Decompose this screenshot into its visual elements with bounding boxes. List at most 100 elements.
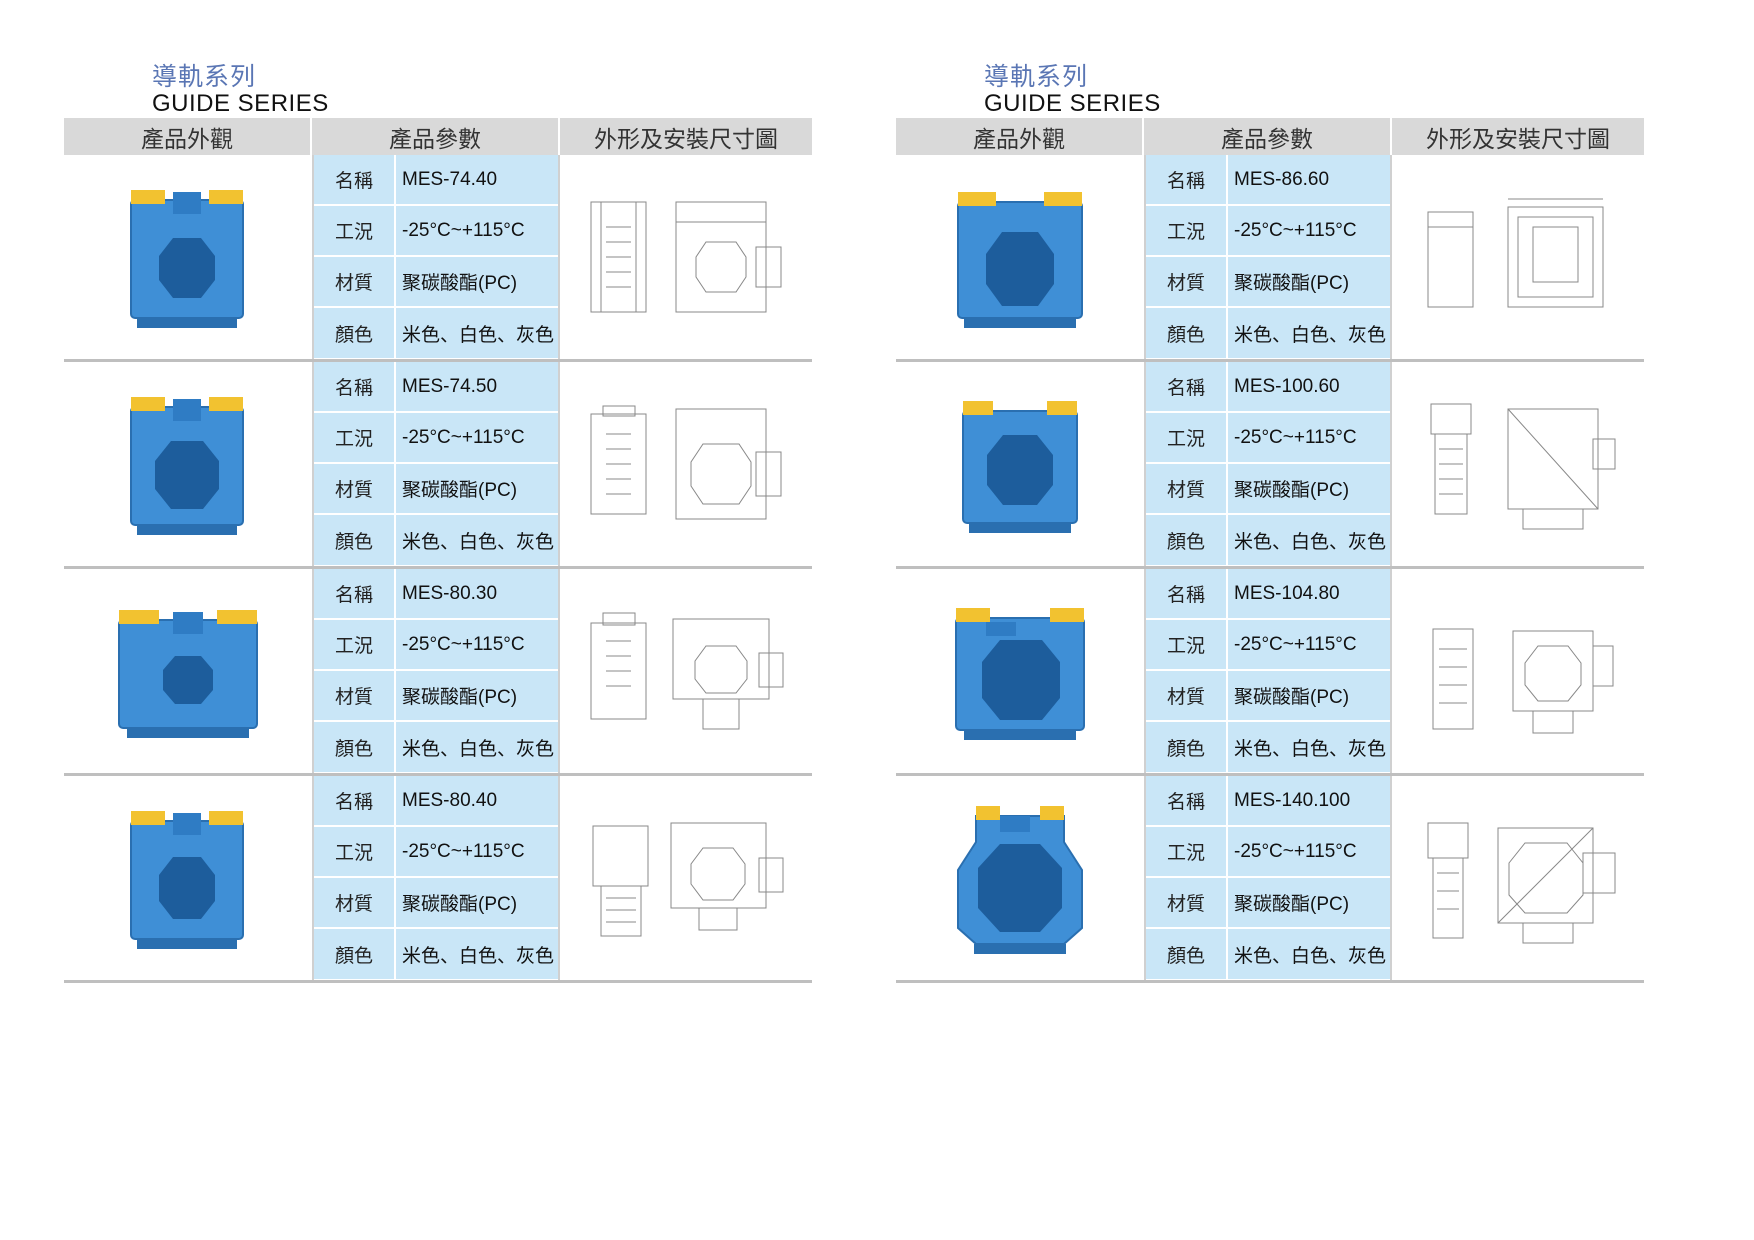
label-name: 名稱 (314, 155, 396, 204)
label-color: 顏色 (1146, 722, 1228, 772)
label-color: 顏色 (314, 722, 396, 772)
header-dimensions: 外形及安裝尺寸圖 (1426, 126, 1610, 153)
label-color: 顏色 (1146, 515, 1228, 565)
label-material: 材質 (314, 878, 396, 927)
label-material: 材質 (1146, 257, 1228, 306)
label-material: 材質 (1146, 878, 1228, 927)
value-condition: -25°C~+115°C (1228, 206, 1390, 255)
dimension-drawing (560, 776, 812, 980)
product-photo (896, 155, 1144, 359)
series-title-cn: 導軌系列 (152, 62, 257, 91)
label-name: 名稱 (314, 569, 396, 618)
dimension-drawing (1392, 569, 1644, 773)
value-name: MES-100.60 (1228, 362, 1390, 411)
dimension-drawing (1392, 362, 1644, 566)
series-title-en: GUIDE SERIES (984, 90, 1161, 117)
header-parameters: 產品參數 (1144, 118, 1392, 155)
label-condition: 工況 (1146, 827, 1228, 876)
value-material: 聚碳酸酯(PC) (1228, 464, 1390, 513)
label-material: 材質 (1146, 671, 1228, 720)
value-material: 聚碳酸酯(PC) (1228, 671, 1390, 720)
label-name: 名稱 (1146, 776, 1228, 825)
value-color: 米色、白色、灰色 (1228, 929, 1390, 979)
label-material: 材質 (314, 257, 396, 306)
value-material: 聚碳酸酯(PC) (396, 671, 558, 720)
dimension-drawing (560, 569, 812, 773)
value-name: MES-140.100 (1228, 776, 1390, 825)
header-parameters: 產品參數 (312, 118, 560, 155)
label-material: 材質 (1146, 464, 1228, 513)
value-color: 米色、白色、灰色 (1228, 722, 1390, 772)
product-photo (896, 569, 1144, 773)
value-condition: -25°C~+115°C (1228, 413, 1390, 462)
label-condition: 工況 (314, 827, 396, 876)
value-material: 聚碳酸酯(PC) (396, 878, 558, 927)
value-color: 米色、白色、灰色 (1228, 308, 1390, 358)
value-color: 米色、白色、灰色 (396, 722, 558, 772)
dimension-drawing (560, 362, 812, 566)
value-condition: -25°C~+115°C (396, 206, 558, 255)
value-name: MES-80.40 (396, 776, 558, 825)
product-photo (64, 569, 312, 773)
label-condition: 工況 (1146, 413, 1228, 462)
header-appearance: 產品外觀 (896, 118, 1144, 155)
dimension-drawing (1392, 155, 1644, 359)
label-color: 顏色 (1146, 929, 1228, 979)
value-material: 聚碳酸酯(PC) (1228, 257, 1390, 306)
product-photo (896, 362, 1144, 566)
label-color: 顏色 (314, 308, 396, 358)
table-header: 產品外觀 產品參數 外形及安裝尺寸圖 (64, 118, 812, 155)
value-condition: -25°C~+115°C (396, 413, 558, 462)
value-color: 米色、白色、灰色 (396, 929, 558, 979)
label-name: 名稱 (314, 776, 396, 825)
value-color: 米色、白色、灰色 (396, 308, 558, 358)
label-name: 名稱 (1146, 155, 1228, 204)
dimension-drawing (560, 155, 812, 359)
label-material: 材質 (314, 464, 396, 513)
label-condition: 工況 (314, 620, 396, 669)
value-name: MES-104.80 (1228, 569, 1390, 618)
value-condition: -25°C~+115°C (1228, 620, 1390, 669)
label-name: 名稱 (314, 362, 396, 411)
dimension-drawing (1392, 776, 1644, 980)
value-color: 米色、白色、灰色 (396, 515, 558, 565)
value-condition: -25°C~+115°C (396, 827, 558, 876)
series-title-en: GUIDE SERIES (152, 90, 329, 117)
value-color: 米色、白色、灰色 (1228, 515, 1390, 565)
product-photo (64, 155, 312, 359)
series-title-cn: 導軌系列 (984, 62, 1089, 91)
value-name: MES-74.50 (396, 362, 558, 411)
header-dimensions: 外形及安裝尺寸圖 (594, 126, 778, 153)
product-photo (896, 776, 1144, 980)
value-material: 聚碳酸酯(PC) (1228, 878, 1390, 927)
label-color: 顏色 (1146, 308, 1228, 358)
label-name: 名稱 (1146, 569, 1228, 618)
product-photo (64, 776, 312, 980)
table-header: 產品外觀 產品參數 外形及安裝尺寸圖 (896, 118, 1644, 155)
value-condition: -25°C~+115°C (396, 620, 558, 669)
header-appearance: 產品外觀 (64, 118, 312, 155)
value-material: 聚碳酸酯(PC) (396, 257, 558, 306)
value-material: 聚碳酸酯(PC) (396, 464, 558, 513)
label-color: 顏色 (314, 515, 396, 565)
label-material: 材質 (314, 671, 396, 720)
value-condition: -25°C~+115°C (1228, 827, 1390, 876)
value-name: MES-86.60 (1228, 155, 1390, 204)
label-name: 名稱 (1146, 362, 1228, 411)
product-photo (64, 362, 312, 566)
value-name: MES-80.30 (396, 569, 558, 618)
